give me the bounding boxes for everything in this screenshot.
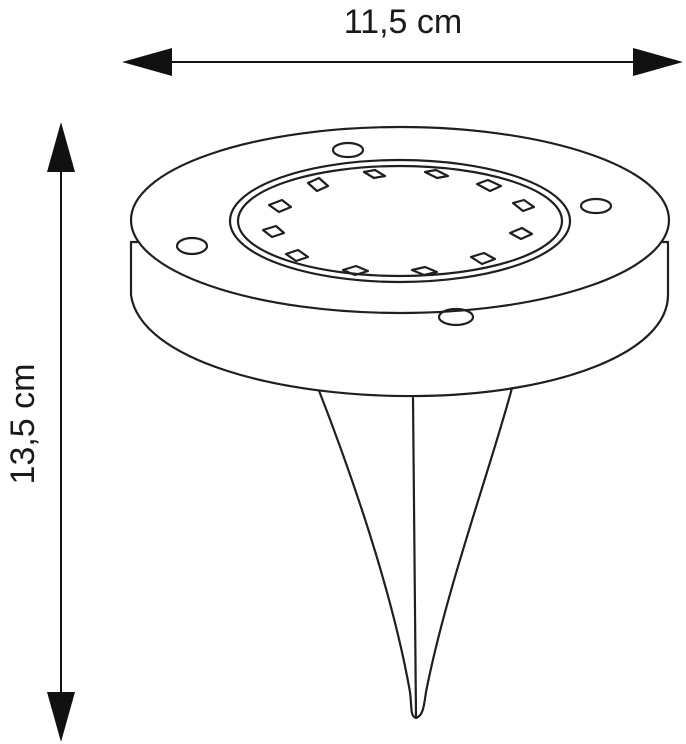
mount-hole-left xyxy=(175,236,209,256)
led-chip xyxy=(267,198,293,214)
height-arrow-top xyxy=(47,122,75,172)
mount-hole-right xyxy=(579,197,613,215)
led-chip xyxy=(261,224,286,239)
spike-center-ridge xyxy=(411,396,418,718)
width-arrow-right xyxy=(633,48,683,76)
led-chip xyxy=(306,176,330,193)
led-chip xyxy=(475,178,503,193)
recess-outer-ring xyxy=(228,158,572,284)
height-label: 13,5 cm xyxy=(4,364,42,485)
led-chip xyxy=(362,168,387,180)
led-ring xyxy=(261,168,536,277)
recess-inner-ring xyxy=(236,164,564,278)
mount-hole-top xyxy=(331,141,365,159)
disc-top-face xyxy=(129,125,671,315)
led-chip xyxy=(508,226,534,241)
led-chip xyxy=(423,168,450,180)
width-arrow-left xyxy=(122,48,172,76)
light-disc xyxy=(129,125,671,398)
mount-hole-bottom xyxy=(437,307,475,327)
ground-spike xyxy=(316,386,514,720)
width-label: 11,5 cm xyxy=(344,3,462,41)
led-chip xyxy=(284,248,310,263)
height-arrow-bottom xyxy=(47,692,75,742)
width-dimension: 11,5 cm xyxy=(122,3,683,76)
height-dimension: 13,5 cm xyxy=(4,122,75,742)
led-chip xyxy=(341,264,370,277)
led-chip xyxy=(410,265,439,277)
led-chip xyxy=(511,198,536,213)
led-chip xyxy=(469,251,497,266)
